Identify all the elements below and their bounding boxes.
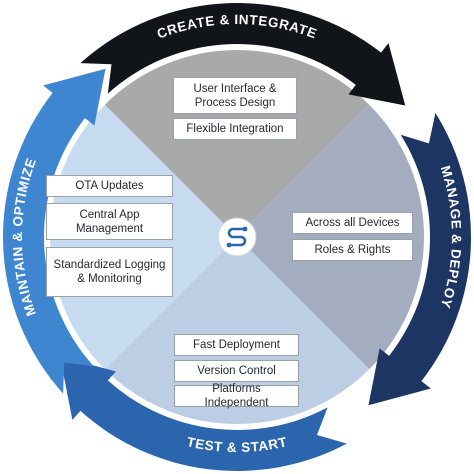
ring-label-bottom: TEST & START — [185, 434, 288, 455]
box-version-control: Version Control — [174, 360, 299, 382]
quadrant-right — [237, 49, 425, 425]
box-across-all-devices: Across all Devices — [292, 212, 413, 234]
arrow-test-start — [60, 356, 347, 471]
box-fast-deployment: Fast Deployment — [174, 334, 299, 356]
box-platforms-independent: Platforms Independent — [174, 383, 299, 409]
sync-link-icon — [217, 217, 257, 257]
arrow-maintain-optimize — [2, 68, 106, 394]
box-flexible-integration: Flexible Integration — [173, 118, 297, 140]
box-central-app-management: Central App Management — [46, 203, 173, 240]
box-ota-updates: OTA Updates — [46, 175, 173, 197]
arrow-manage-deploy — [368, 112, 472, 406]
box-user-interface-process-design: User Interface & Process Design — [173, 77, 297, 114]
box-standardized-logging-monitoring: Standardized Logging & Monitoring — [46, 247, 173, 297]
box-roles-rights: Roles & Rights — [292, 239, 413, 261]
arrow-create-integrate — [80, 2, 406, 106]
